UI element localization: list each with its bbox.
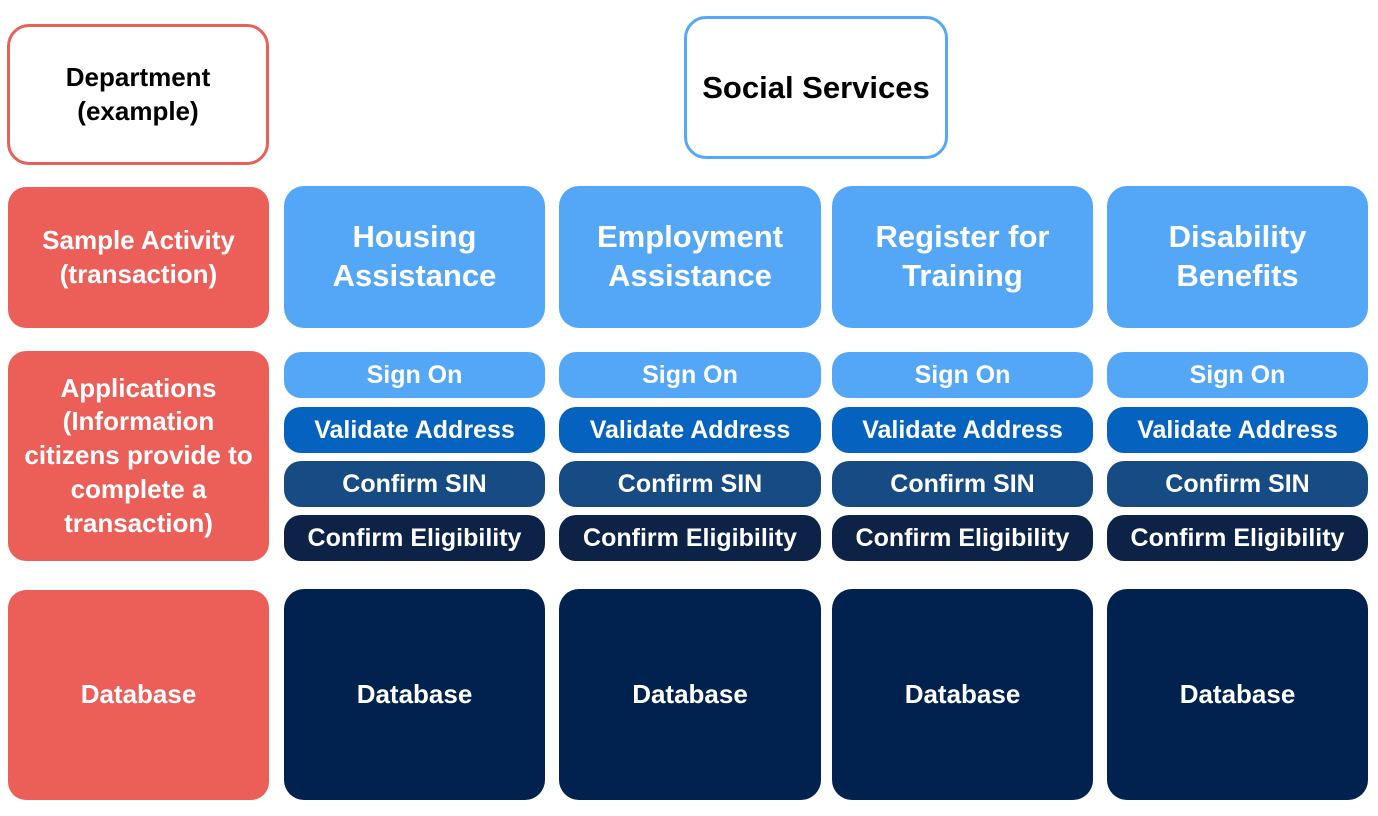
app-confirm-sin: Confirm SIN <box>559 461 821 507</box>
activity-line2: Assistance <box>332 258 497 293</box>
row-label-apps-line1: Applications <box>60 372 217 403</box>
app-confirm-eligibility: Confirm Eligibility <box>832 515 1093 561</box>
activity-employment-assistance: Employment Assistance <box>559 186 821 328</box>
row-label-activity-line1: Sample Activity <box>42 224 235 255</box>
activity-line2: Benefits <box>1176 258 1299 293</box>
app-sign-on: Sign On <box>284 352 545 398</box>
app-confirm-eligibility: Confirm Eligibility <box>559 515 821 561</box>
app-validate-address: Validate Address <box>559 407 821 453</box>
activity-line1: Housing <box>352 219 477 255</box>
database-box: Database <box>284 589 545 800</box>
app-confirm-sin: Confirm SIN <box>832 461 1093 507</box>
row-label-apps-line3: citizens provide to <box>24 440 253 471</box>
app-validate-address: Validate Address <box>284 407 545 453</box>
activity-line2: Assistance <box>608 258 772 293</box>
row-label-sample-activity: Sample Activity (transaction) <box>8 187 269 328</box>
row-label-applications: Applications (Information citizens provi… <box>8 351 269 561</box>
activity-line2: Training <box>902 258 1023 293</box>
department-label-line2: (example) <box>77 95 199 126</box>
database-box: Database <box>1107 589 1368 800</box>
activity-line1: Register for <box>875 219 1050 255</box>
app-sign-on: Sign On <box>1107 352 1368 398</box>
department-label-line1: Department <box>65 61 211 92</box>
database-box: Database <box>832 589 1093 800</box>
row-label-database: Database <box>8 590 269 800</box>
social-services-node: Social Services <box>684 16 948 159</box>
activity-line1: Disability <box>1168 219 1307 255</box>
activity-register-for-training: Register for Training <box>832 186 1093 328</box>
row-label-apps-line5: transaction) <box>64 507 213 538</box>
app-confirm-sin: Confirm SIN <box>284 461 545 507</box>
social-services-label: Social Services <box>702 69 930 105</box>
app-confirm-sin: Confirm SIN <box>1107 461 1368 507</box>
app-confirm-eligibility: Confirm Eligibility <box>1107 515 1368 561</box>
row-label-activity-line2: (transaction) <box>59 258 218 289</box>
app-confirm-eligibility: Confirm Eligibility <box>284 515 545 561</box>
activity-housing-assistance: Housing Assistance <box>284 186 545 328</box>
app-validate-address: Validate Address <box>832 407 1093 453</box>
activity-disability-benefits: Disability Benefits <box>1107 186 1368 328</box>
app-sign-on: Sign On <box>832 352 1093 398</box>
department-example-box: Department (example) <box>7 24 269 165</box>
row-label-apps-line2: (Information <box>62 406 215 437</box>
app-validate-address: Validate Address <box>1107 407 1368 453</box>
database-box: Database <box>559 589 821 800</box>
row-label-database-text: Database <box>80 679 197 710</box>
activity-line1: Employment <box>596 219 784 255</box>
app-sign-on: Sign On <box>559 352 821 398</box>
row-label-apps-line4: complete a <box>70 473 207 504</box>
